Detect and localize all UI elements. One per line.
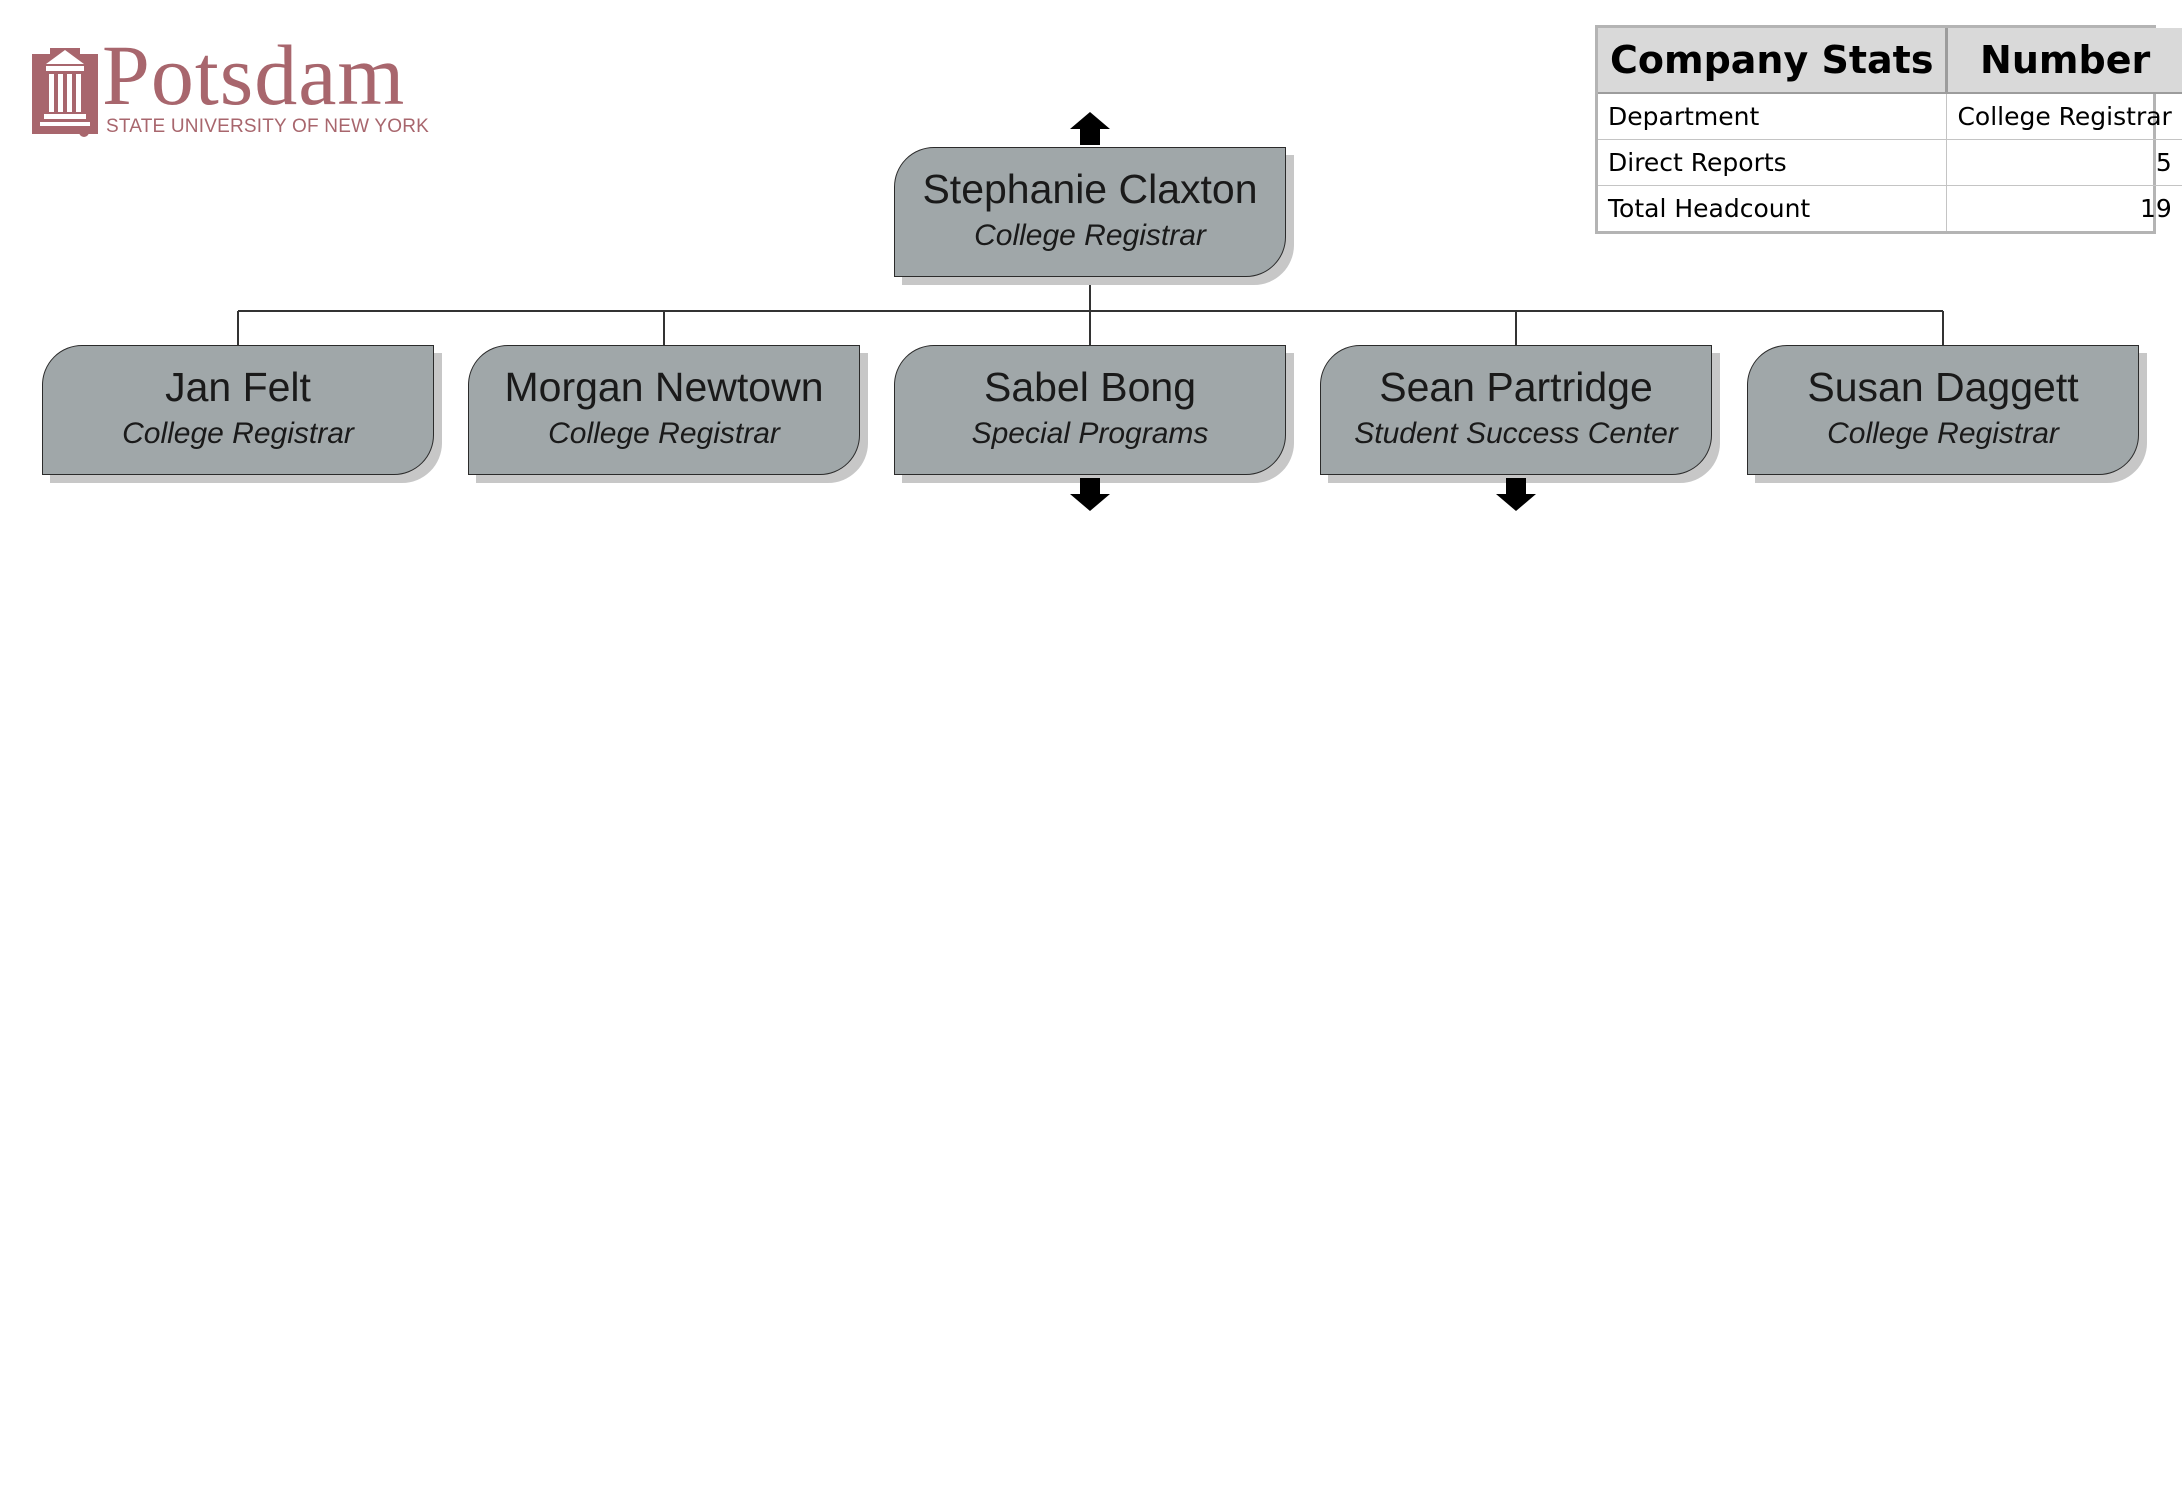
node-title: Student Success Center bbox=[1354, 417, 1678, 451]
node-title: College Registrar bbox=[974, 219, 1206, 253]
node-title: College Registrar bbox=[1827, 417, 2059, 451]
stats-header-number: Number bbox=[1946, 28, 2182, 94]
org-node-report[interactable]: Sean Partridge Student Success Center bbox=[1320, 345, 1720, 483]
stats-label: Department bbox=[1598, 93, 1948, 140]
node-title: College Registrar bbox=[122, 417, 354, 451]
potsdam-logo: Potsdam STATE UNIVERSITY OF NEW YORK bbox=[32, 32, 429, 140]
down-arrow-icon[interactable] bbox=[1070, 478, 1110, 511]
stats-value: College Registrar bbox=[1957, 102, 2172, 131]
node-box: Stephanie Claxton College Registrar bbox=[894, 147, 1286, 277]
node-box: Morgan Newtown College Registrar bbox=[468, 345, 860, 475]
node-box: Susan Daggett College Registrar bbox=[1747, 345, 2139, 475]
node-name: Jan Felt bbox=[165, 364, 311, 410]
logo-subtitle: STATE UNIVERSITY OF NEW YORK bbox=[106, 116, 430, 137]
org-node-report[interactable]: Susan Daggett College Registrar bbox=[1747, 345, 2147, 483]
logo-wordmark: Potsdam bbox=[102, 27, 406, 123]
stats-value: 19 bbox=[1946, 185, 2182, 231]
bell-tower-logo-icon bbox=[32, 48, 98, 137]
stats-value: 5 bbox=[1946, 139, 2182, 186]
org-node-report[interactable]: Jan Felt College Registrar bbox=[42, 345, 442, 483]
node-box: Jan Felt College Registrar bbox=[42, 345, 434, 475]
stats-row: Department College Registrar bbox=[1598, 93, 2182, 140]
company-stats-table: Company Stats Number Department College … bbox=[1595, 25, 2182, 234]
node-name: Sabel Bong bbox=[983, 364, 1196, 410]
down-arrow-icon[interactable] bbox=[1496, 478, 1536, 511]
stats-label: Total Headcount bbox=[1598, 185, 1948, 231]
stats-row: Direct Reports 5 bbox=[1598, 139, 2182, 186]
node-name: Susan Daggett bbox=[1807, 364, 2079, 410]
node-box: Sabel Bong Special Programs bbox=[894, 345, 1286, 475]
stats-header-company-stats: Company Stats bbox=[1598, 28, 1949, 94]
node-name: Stephanie Claxton bbox=[922, 166, 1258, 212]
stats-label: Direct Reports bbox=[1598, 139, 1948, 186]
node-name: Morgan Newtown bbox=[504, 364, 824, 410]
up-arrow-icon[interactable] bbox=[1070, 112, 1110, 145]
node-box: Sean Partridge Student Success Center bbox=[1320, 345, 1712, 475]
org-node-report[interactable]: Sabel Bong Special Programs bbox=[894, 345, 1294, 483]
node-title: College Registrar bbox=[548, 417, 780, 451]
org-node-root[interactable]: Stephanie Claxton College Registrar bbox=[894, 147, 1294, 285]
node-title: Special Programs bbox=[971, 417, 1209, 451]
org-node-report[interactable]: Morgan Newtown College Registrar bbox=[468, 345, 868, 483]
stats-row: Total Headcount 19 bbox=[1598, 185, 2182, 231]
node-name: Sean Partridge bbox=[1379, 364, 1653, 410]
